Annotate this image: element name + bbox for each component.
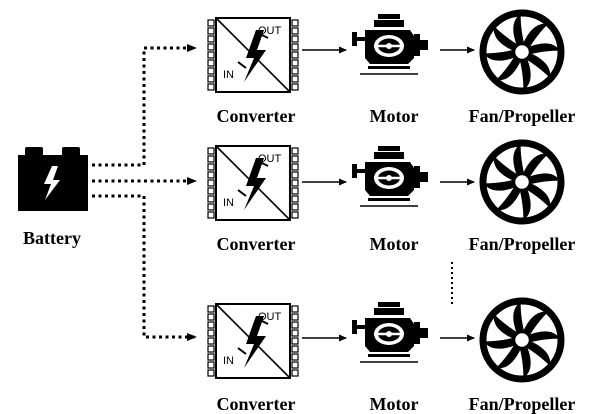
fan-label: Fan/Propeller [469,394,576,414]
converter-label: Converter [217,106,296,126]
converter-label: Converter [217,394,296,414]
converter-in-label: IN [223,69,234,81]
row-2: OUT IN Converter Motor Fan/Propeller [207,143,576,254]
converter-out-label: OUT [258,153,282,165]
motor-icon [350,12,430,76]
battery-label: Battery [23,228,81,248]
converter-icon: OUT IN [207,303,299,379]
motor-label: Motor [370,106,419,126]
fan-label: Fan/Propeller [469,106,576,126]
fan-icon [483,13,561,91]
connector-top [92,44,197,167]
fan-label: Fan/Propeller [469,234,576,254]
motor-icon [350,300,430,364]
connector-bottom [92,194,197,341]
battery-icon [18,147,88,211]
converter-icon: OUT IN [207,145,299,221]
converter-label: Converter [217,234,296,254]
fan-icon [483,143,561,221]
converter-in-label: IN [223,355,234,367]
converter-in-label: IN [223,197,234,209]
row-3: OUT IN Converter Motor Fan/Propeller [207,300,576,414]
converter-out-label: OUT [258,311,282,323]
converter-icon: OUT IN [207,17,299,93]
row-1: OUT IN Converter Motor Fan/Propeller [207,12,576,126]
motor-label: Motor [370,234,419,254]
converter-out-label: OUT [258,25,282,37]
fan-icon [483,301,561,379]
motor-icon [350,144,430,208]
motor-label: Motor [370,394,419,414]
battery-connectors [92,44,197,341]
